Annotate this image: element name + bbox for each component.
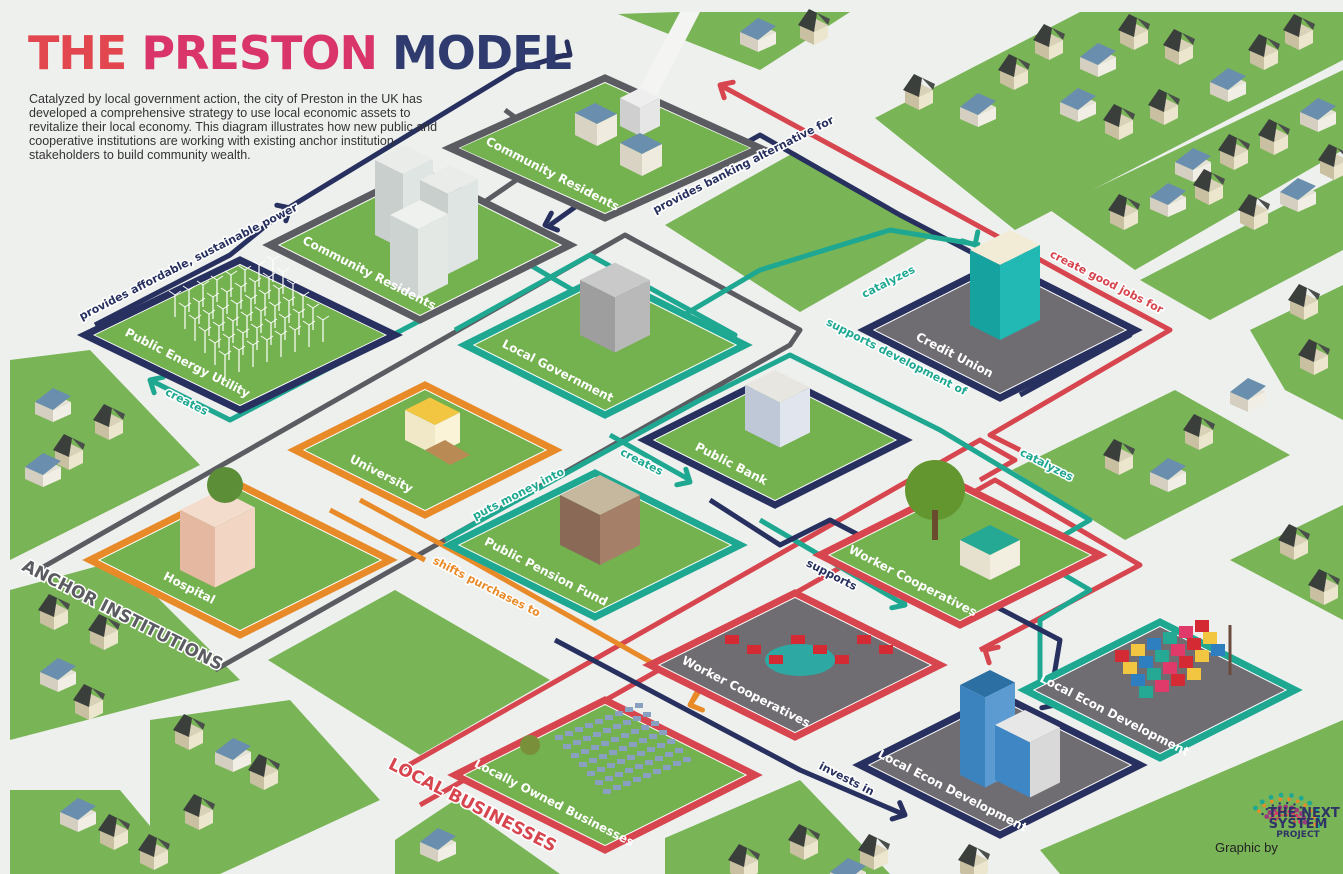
neighborhood-parcel-11 — [268, 590, 550, 755]
neighborhood-parcel-4 — [1250, 285, 1343, 420]
flow-line-navy — [553, 637, 906, 818]
title-word-the: THE — [28, 26, 127, 80]
block-hospital: Hospital — [82, 467, 398, 639]
arrowhead-icon — [889, 800, 908, 822]
arrowhead-icon — [982, 644, 1001, 666]
block-public-bank: Public Bank — [637, 370, 913, 509]
solar-farm-icon — [520, 703, 691, 794]
wind-turbines-icon — [168, 255, 330, 377]
office-tower-icon — [960, 670, 1060, 798]
arrowhead-icon — [147, 374, 166, 396]
logo-wordmark: THE NEXT SYSTEM PROJECT — [1268, 806, 1340, 841]
arrowhead-icon — [674, 466, 693, 488]
houses-icon — [575, 88, 662, 176]
arrowhead-icon — [554, 39, 573, 60]
flow-line-gray — [36, 232, 803, 673]
arrowhead-icon — [687, 690, 705, 713]
block-public-pension-fund: Public Pension Fund — [442, 469, 748, 621]
title-word-preston: PRESTON — [141, 26, 378, 80]
campus-icon — [405, 397, 470, 465]
bank-building-icon — [745, 370, 810, 448]
glass-office-icon — [970, 230, 1040, 340]
neighborhood-parcel-13 — [665, 780, 890, 874]
intro-paragraph: Catalyzed by local government action, th… — [29, 92, 438, 162]
arrowhead-icon — [274, 202, 293, 224]
neighborhood-parcel-5 — [1012, 390, 1290, 540]
block-worker-cooperatives-farm: Worker Cooperatives — [812, 460, 1108, 629]
block-local-econ-development-offices: Local Econ Development — [852, 670, 1148, 839]
flow-line-navy — [93, 52, 566, 328]
hospital-icon — [180, 467, 255, 588]
block-public-energy-utility: Public Energy Utility — [76, 255, 404, 414]
credit-line: Graphic by — [1215, 840, 1278, 855]
neighborhood-parcel-3 — [1140, 175, 1343, 320]
block-local-government: Local Government — [457, 262, 753, 419]
arrowhead-icon — [959, 229, 981, 248]
title-word-model: MODEL — [392, 26, 572, 80]
block-community-residents-top: Community Residents — [441, 74, 769, 222]
block-local-econ-development-containers: Local Econ Development — [1017, 618, 1303, 762]
block-community-residents-towers: Community Residents — [262, 145, 578, 324]
flow-line-teal — [443, 352, 1093, 708]
flow-line-red — [398, 437, 1018, 773]
neighborhood-parcel-15 — [1040, 720, 1343, 874]
house-icon — [958, 844, 990, 874]
block-university: University — [287, 381, 563, 519]
government-building-icon — [580, 262, 650, 353]
logo-dots-icon — [1253, 792, 1320, 828]
apartment-towers-icon — [375, 145, 478, 299]
shipping-containers-icon — [1115, 620, 1232, 698]
market-pavilion-icon — [725, 635, 893, 676]
barn-icon — [905, 460, 1020, 580]
page-title: THE PRESTON MODEL — [28, 30, 572, 76]
neighborhood-backdrop — [10, 9, 1343, 874]
flow-line-orange — [328, 507, 427, 563]
pension-office-icon — [560, 475, 640, 565]
arrowhead-icon — [542, 210, 560, 233]
flow-line-navy — [708, 497, 1063, 701]
block-credit-union: Credit Union — [857, 230, 1143, 402]
house-icon — [1230, 378, 1266, 412]
block-worker-cooperatives-lot: Worker Cooperatives — [642, 589, 948, 741]
logo-line-2: SYSTEM — [1268, 817, 1328, 832]
logo-line-3: PROJECT — [1276, 830, 1320, 840]
logo-line-1: THE NEXT — [1268, 806, 1340, 821]
neighborhood-parcel-14 — [665, 152, 935, 312]
arrowhead-icon — [717, 79, 736, 101]
flow-line-red — [718, 82, 1173, 453]
